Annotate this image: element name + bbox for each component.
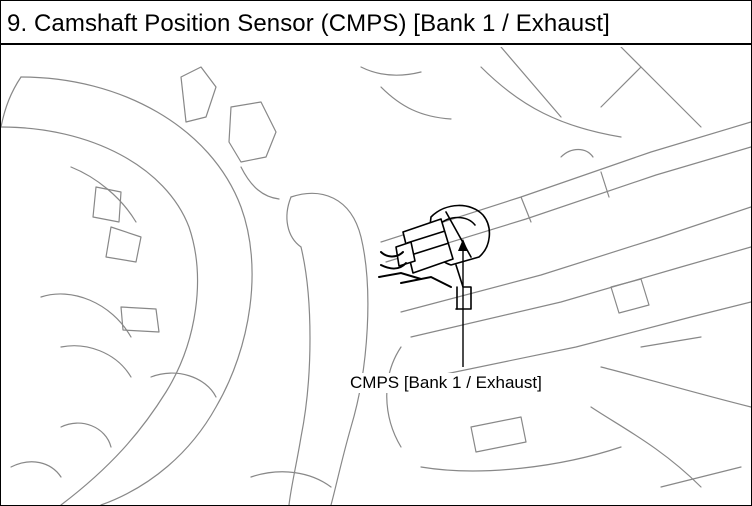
center-hose-outline bbox=[290, 192, 369, 505]
cmps-connector bbox=[395, 218, 454, 274]
engine-line-drawing bbox=[1, 47, 751, 505]
intake-hose-outline bbox=[20, 76, 253, 505]
page-title: 9. Camshaft Position Sensor (CMPS) [Bank… bbox=[7, 10, 610, 37]
title-bar: 9. Camshaft Position Sensor (CMPS) [Bank… bbox=[1, 1, 751, 45]
wiring-harness bbox=[378, 251, 452, 288]
cmps-callout-label: CMPS [Bank 1 / Exhaust] bbox=[349, 373, 543, 393]
